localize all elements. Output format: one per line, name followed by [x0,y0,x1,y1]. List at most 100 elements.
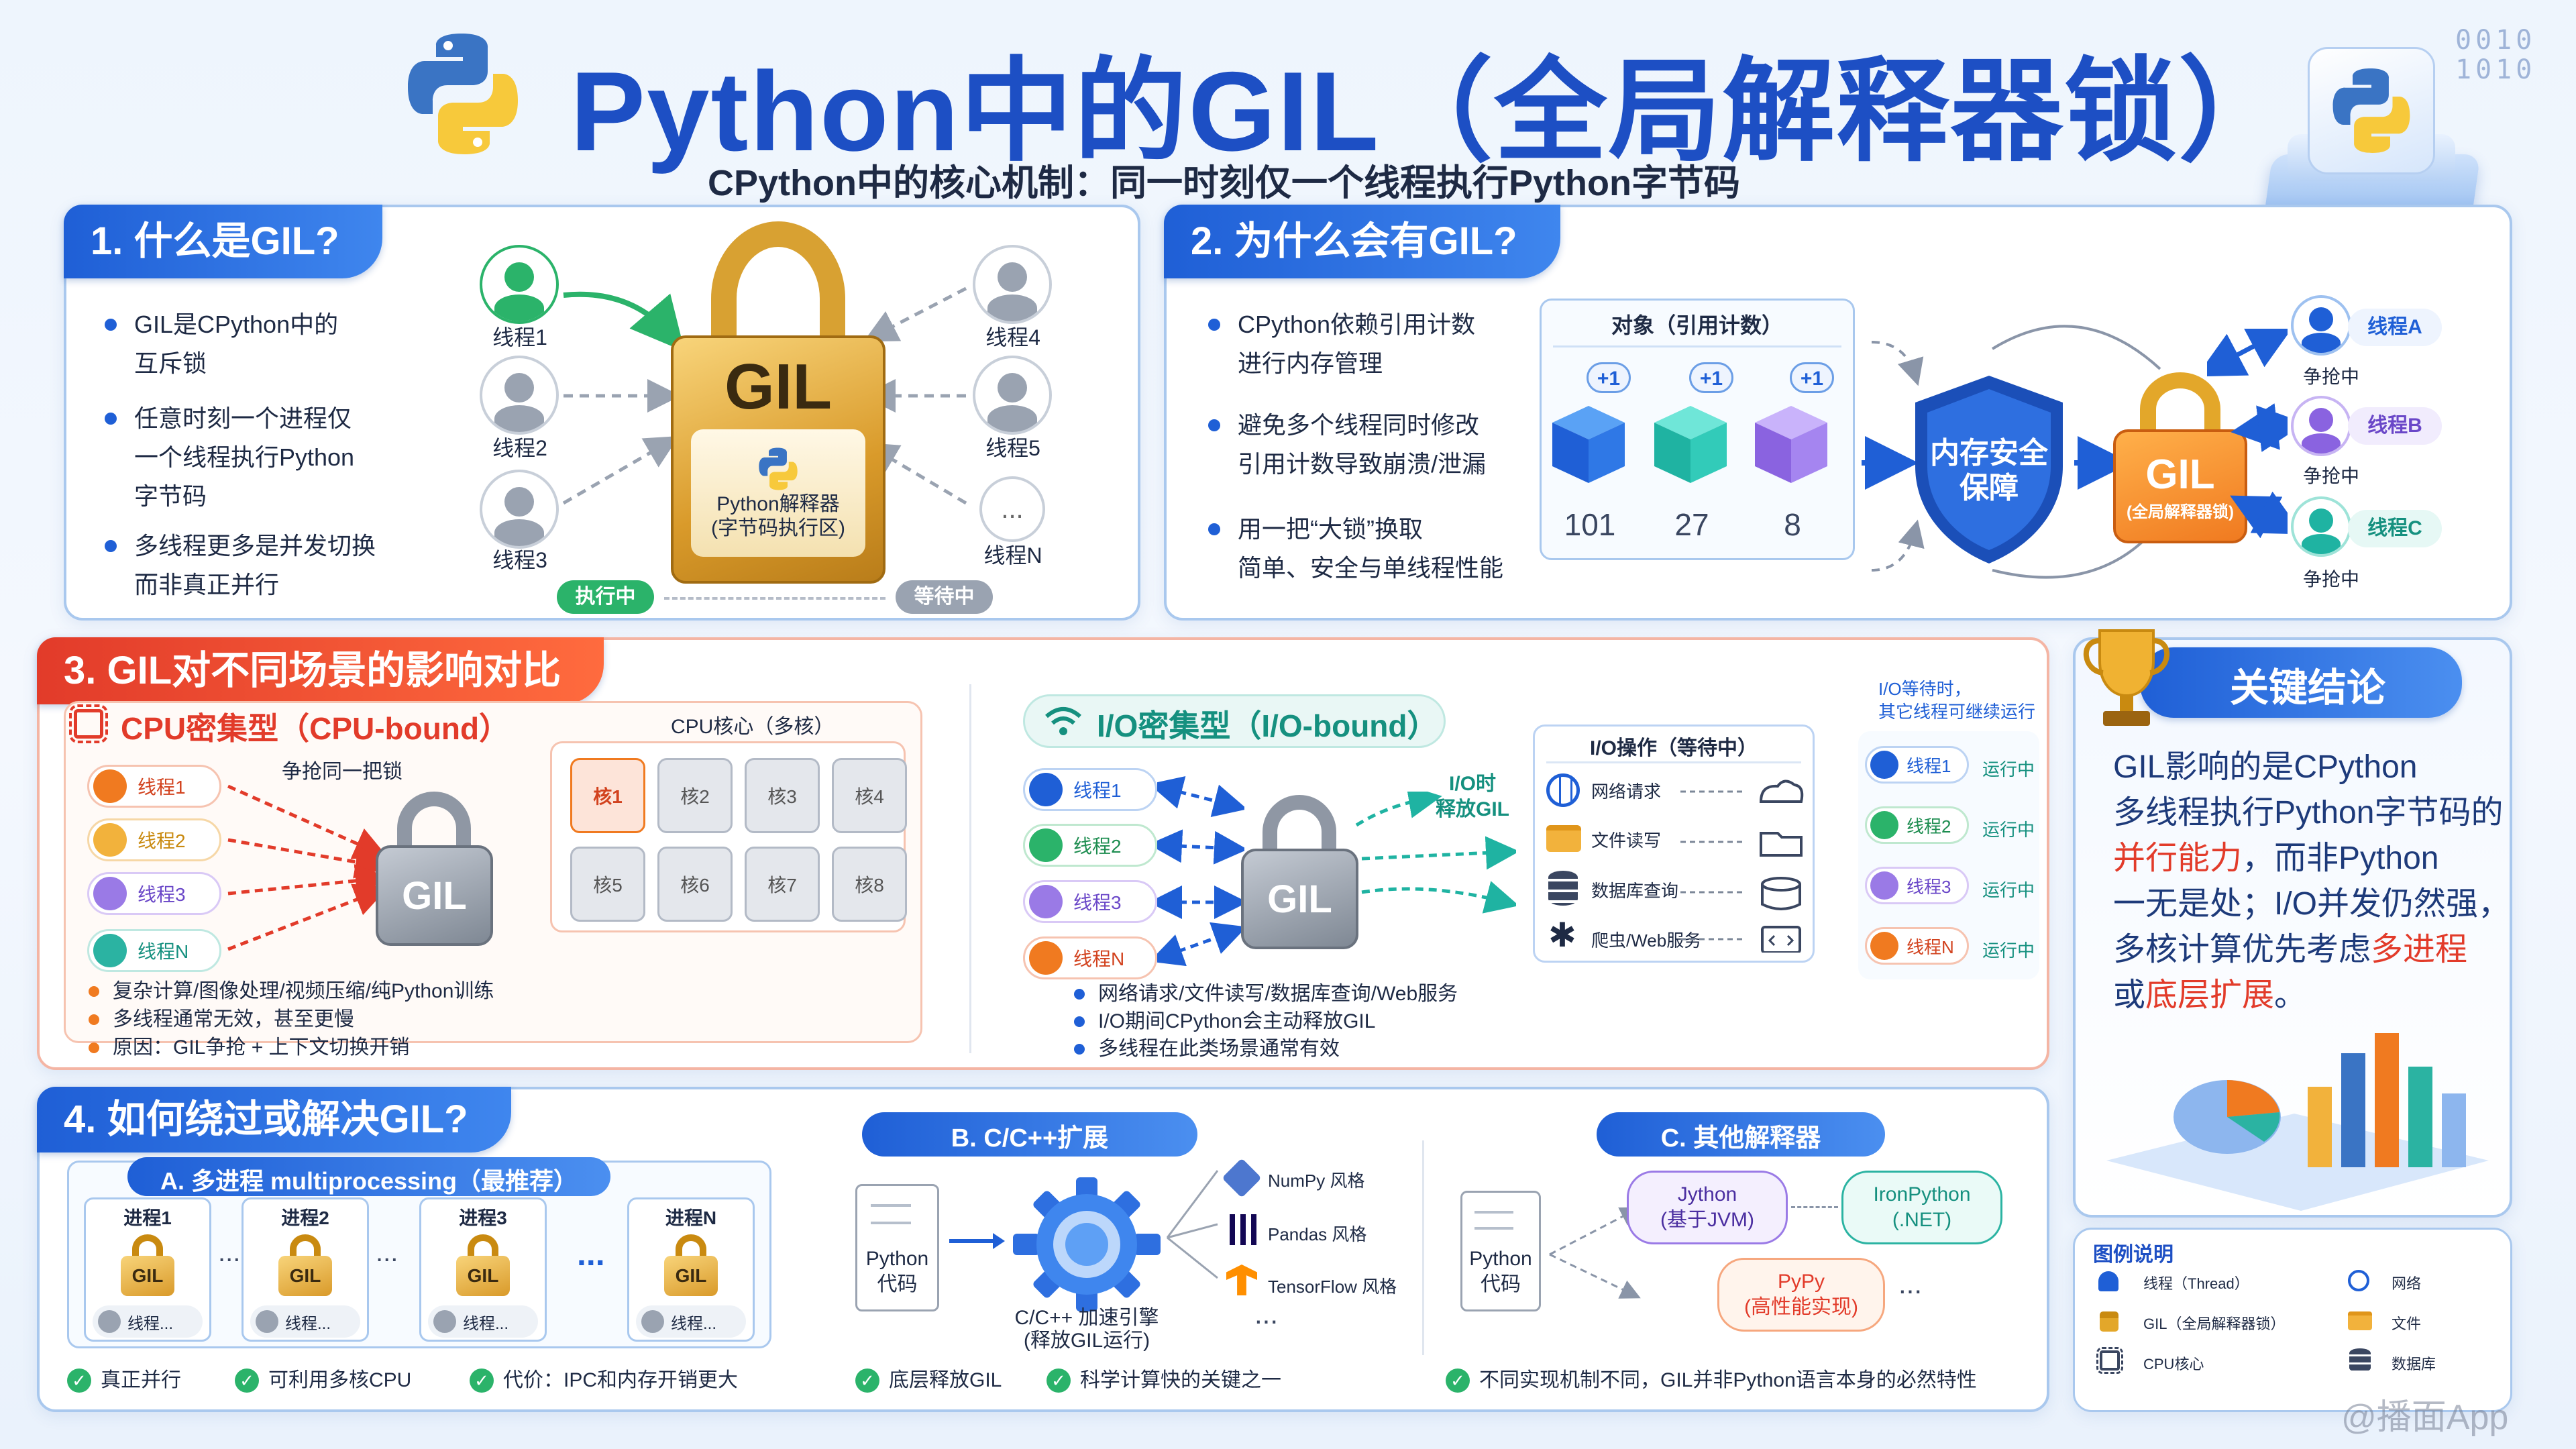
thread-b-label: 线程B [2348,407,2442,445]
thread-3-avatar [480,470,559,549]
section-what-is-gil [64,205,1140,621]
core-8: 核8 [832,847,907,922]
legend-cpu-icon [2096,1347,2123,1374]
refcount-value-3: 8 [1784,507,1801,542]
refcount-value-1: 101 [1564,507,1616,542]
running-status-badge: 执行中 [557,580,654,614]
core-4: 核4 [832,758,907,833]
shield-label: 内存安全 保障 [1930,437,2048,504]
process-gil-lock-icon: GIL [664,1234,718,1296]
process-gap-dots: ... [577,1235,605,1273]
c-ext-title-bar [862,1112,1197,1157]
other-interp-title: C. 其他解释器 [1660,1124,1821,1152]
process-gap-dots: ... [376,1238,398,1267]
cpu-cores-title: CPU核心（多核） [671,716,835,738]
c-doc-lines [1474,1211,1513,1230]
legend-gil-icon [2100,1311,2118,1332]
io-running-status-n: 运行中 [1982,941,2035,961]
legend-cpu-label: CPU核心 [2143,1356,2204,1373]
c-more: ... [1898,1268,1923,1299]
database-icon [1548,871,1578,906]
io-ops-title: I/O操作（等待中） [1589,737,1758,759]
core-1: 核1 [570,758,645,833]
folder-icon [1546,825,1581,852]
cpu-bullet-3: 原因：GIL争抢 + 上下文切换开销 [89,1034,410,1061]
legend-network-icon [2348,1270,2369,1291]
python-icon [759,447,798,490]
legend-panel [2073,1228,2512,1412]
thread-icon [641,1310,664,1333]
s2-bullet-1: CPython依赖引用计数 进行内存管理 [1208,305,1475,383]
legend-db-icon [2349,1348,2371,1373]
c-doc-label: Python 代码 [1469,1248,1532,1295]
core-5: 核5 [570,847,645,922]
s2-flow-arrows [1862,325,2161,579]
thread-3-label: 线程3 [492,548,547,572]
interp-jython: Jython (基于JVM) [1627,1171,1788,1244]
page-subtitle: CPython中的核心机制：同一时刻仅一个线程执行Python字节码 [708,163,1740,203]
thread-2-label: 线程2 [492,436,547,460]
io-release-label: I/O时 释放GIL [1436,773,1509,820]
io-running-status-1: 运行中 [1982,759,2035,780]
thread-n-avatar: ... [979,476,1045,542]
io-op-network: 网络请求 [1591,782,1662,802]
legend-gil-label: GIL（全局解释器锁） [2143,1316,2286,1332]
trophy-icon [2083,629,2170,726]
thread-c-avatar [2291,496,2351,557]
section2-title: 2. 为什么会有GIL? [1164,205,1560,278]
io-running-thread-2: 线程2 [1865,806,1969,844]
b-arrow [949,1233,1005,1249]
b-doc-label: Python 代码 [865,1248,929,1295]
s2-bullet-3: 用一把“大锁”换取 简单、安全与单线程性能 [1208,510,1503,588]
io-title: I/O密集型（I/O-bound） [1097,708,1438,743]
io-thread-2: 线程2 [1023,824,1157,867]
section4-title: 4. 如何绕过或解决GIL? [37,1087,511,1152]
thread-n-label: 线程N [983,543,1042,568]
c-arrows [1549,1207,1641,1299]
legend-file-icon [2348,1311,2372,1330]
shield-icon [1915,376,2063,564]
wifi-icon [1045,707,1081,735]
thread-b-status: 争抢中 [2302,466,2359,486]
io-thread-1: 线程1 [1023,768,1157,811]
gear-icon [1013,1177,1161,1311]
other-interp-title-bar [1597,1112,1885,1157]
thread-c-status: 争抢中 [2302,569,2359,590]
refcount-plus-3: +1 [1790,362,1834,393]
cpu-thread-3: 线程3 [87,872,221,915]
s2-bullet-2: 避免多个线程同时修改 引用计数导致崩溃/泄漏 [1208,406,1486,484]
io-wait-note: I/O等待时， 其它线程可继续运行 [1878,679,2036,722]
io-bullet-1: 网络请求/文件读写/数据库查询/Web服务 [1073,981,1458,1008]
process-label: 进程N [665,1208,717,1228]
thread-4-label: 线程4 [985,325,1040,350]
thread-a-status: 争抢中 [2302,366,2359,387]
section3-title: 3. GIL对不同场景的影响对比 [37,637,604,704]
io-thread-arrows [1157,775,1244,966]
legend-thread-icon [2098,1271,2118,1291]
c-ext-title: B. C/C++扩展 [951,1124,1109,1152]
process-label: 进程2 [281,1208,329,1228]
b-check-2: ✓科学计算快的关键之一 [1046,1363,1281,1393]
b-lib-arrows [1166,1170,1219,1279]
io-running-thread-3: 线程3 [1865,867,1969,904]
cpu-thread-1: 线程1 [87,765,221,808]
legend-title: 图例说明 [2093,1244,2174,1266]
a-check-1: ✓真正并行 [67,1363,181,1393]
io-running-thread-1: 线程1 [1865,746,1969,784]
python-icon [2332,68,2410,153]
cpu-bullet-2: 多线程通常无效，甚至更慢 [89,1006,354,1033]
b-doc-lines [871,1204,911,1224]
gil-orange-lock-icon: GIL (全局解释器锁) [2113,372,2247,543]
interp-ironpython: IronPython (.NET) [1841,1171,2002,1244]
object-cubes-icon [1552,406,1827,483]
objects-title: 对象（引用计数） [1611,313,1783,337]
s2-contend-arrows [2207,329,2288,539]
core-6: 核6 [657,847,733,922]
pandas-icon [1230,1214,1256,1245]
io-op-file: 文件读写 [1591,830,1662,851]
io-op-target-icons [1680,780,1804,953]
